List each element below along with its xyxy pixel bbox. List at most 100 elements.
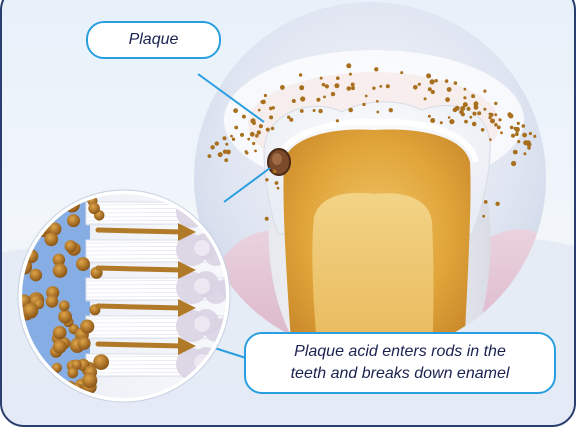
- plaque-particle: [362, 103, 365, 106]
- plaque-particle: [260, 100, 264, 104]
- plaque-particle: [225, 143, 228, 146]
- plaque-particle: [300, 96, 305, 101]
- plaque-particle: [440, 121, 443, 124]
- plaque-particle: [346, 63, 351, 68]
- plaque-particle: [277, 187, 280, 190]
- plaque-particle: [431, 90, 435, 94]
- plaque-particle: [435, 79, 438, 82]
- plaque-particle: [517, 140, 520, 143]
- plaque-particle: [265, 178, 268, 181]
- plaque-particle: [376, 111, 379, 114]
- plaque-particle: [449, 119, 454, 124]
- plaque-particle: [245, 151, 248, 154]
- plaque-particle: [349, 73, 352, 76]
- plaque-particle: [351, 83, 355, 87]
- plaque-particle: [287, 116, 290, 119]
- plaque-particle: [472, 112, 476, 116]
- plaque-particle: [259, 124, 263, 128]
- plaque-particle: [226, 150, 231, 155]
- plaque-particle: [322, 83, 326, 87]
- plaque-particle: [266, 128, 270, 132]
- plaque-bacteria: [21, 209, 32, 220]
- plaque-bacteria: [88, 203, 100, 215]
- plaque-particle: [463, 96, 466, 99]
- plaque-bacteria: [67, 214, 80, 227]
- plaque-bacteria: [82, 373, 97, 388]
- plaque-particle: [464, 88, 467, 91]
- plaque-particle: [223, 136, 227, 140]
- plaque-particle: [466, 107, 470, 111]
- plaque-bacteria: [80, 320, 94, 334]
- acid-caption-line-2: teeth and breaks down enamel: [291, 363, 510, 385]
- plaque-bacteria: [58, 310, 72, 324]
- plaque-particle: [323, 96, 326, 99]
- plaque-particle: [255, 134, 259, 138]
- plaque-particle: [320, 77, 323, 80]
- plaque-particle: [523, 152, 526, 155]
- plaque-particle: [318, 109, 322, 113]
- plaque-particle: [454, 81, 458, 85]
- plaque-particle: [299, 85, 304, 90]
- plaque-particle: [210, 145, 214, 149]
- plaque-particle: [489, 113, 493, 117]
- plaque-particle: [428, 87, 432, 91]
- plaque-bacteria: [53, 340, 67, 354]
- plaque-particle: [208, 154, 212, 158]
- plaque-particle: [447, 87, 452, 92]
- plaque-particle: [376, 100, 379, 103]
- plaque-particle: [424, 97, 427, 100]
- plaque-particle: [533, 135, 536, 138]
- plaque-bacteria: [34, 194, 45, 205]
- plaque-bacteria: [40, 210, 51, 221]
- plaque-particle: [316, 98, 320, 102]
- plaque-particle: [489, 138, 492, 141]
- plaque-particle: [218, 152, 223, 157]
- plaque-particle: [494, 113, 497, 116]
- plaque-particle: [522, 133, 527, 138]
- plaque-particle: [483, 90, 486, 93]
- plaque-particle: [507, 112, 512, 117]
- plaque-particle: [511, 134, 515, 138]
- plaque-particle: [445, 97, 450, 102]
- plaque-bacteria: [67, 367, 78, 378]
- plaque-particle: [275, 181, 279, 185]
- plaque-particle: [413, 85, 418, 90]
- plaque-particle: [418, 83, 421, 86]
- plaque-bacteria: [46, 295, 59, 308]
- plaque-label-text: Plaque: [129, 31, 179, 49]
- plaque-particle: [510, 126, 514, 130]
- plaque-bacteria: [30, 269, 43, 282]
- plaque-bacteria: [53, 263, 68, 278]
- plaque-particle: [448, 116, 451, 119]
- plaque-particle: [374, 67, 378, 71]
- plaque-particle: [500, 131, 503, 134]
- plaque-particle: [257, 130, 261, 134]
- plaque-particle: [269, 115, 273, 119]
- plaque-bacteria: [23, 303, 39, 319]
- plaque-bacteria: [44, 232, 58, 246]
- plaque-particle: [233, 108, 238, 113]
- plaque-particle: [529, 132, 532, 135]
- plaque-particle: [517, 122, 520, 125]
- plaque-particle: [347, 86, 352, 91]
- plaque-particle: [336, 76, 340, 80]
- plaque-particle: [515, 132, 518, 135]
- plaque-particle: [481, 128, 485, 132]
- plaque-particle: [515, 127, 520, 132]
- plaque-particle: [482, 215, 485, 218]
- plaque-particle: [511, 161, 516, 166]
- plaque-particle: [334, 83, 339, 88]
- plaque-particle: [469, 116, 472, 119]
- plaque-particle: [471, 94, 475, 98]
- plaque-particle: [430, 79, 435, 84]
- plaque-particle: [230, 135, 233, 138]
- plaque-particle: [526, 140, 531, 145]
- plaque-particle: [464, 120, 468, 124]
- plaque-particle: [400, 71, 403, 74]
- plaque-particle: [386, 84, 390, 88]
- plaque-particle: [250, 118, 255, 123]
- plaque-particle: [264, 94, 267, 97]
- plaque-label: Plaque: [86, 21, 221, 59]
- plaque-particle: [490, 119, 495, 124]
